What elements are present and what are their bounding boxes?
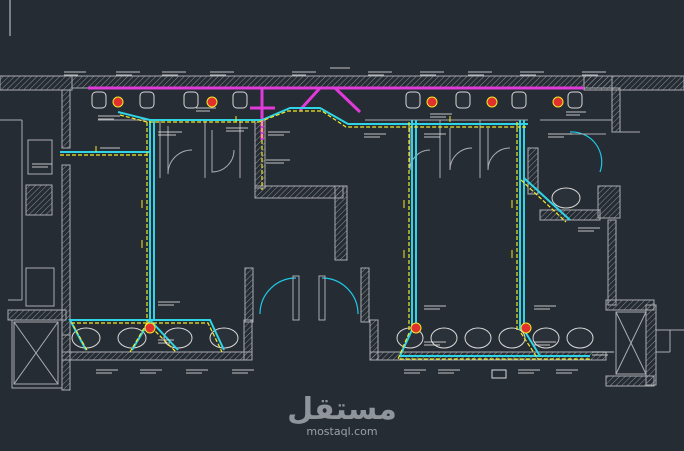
- shaft-right: [615, 311, 647, 375]
- wall-bottom-right: [605, 375, 655, 387]
- washbasin-icon: [551, 187, 581, 209]
- wall-top-right: [583, 75, 684, 91]
- wall-right-divider: [527, 147, 539, 195]
- wall-bottom-l-pier: [243, 319, 253, 361]
- wall-right-mid: [597, 185, 621, 219]
- washbasin-icon: [566, 327, 594, 349]
- wc-fixture-icon: [511, 91, 527, 109]
- door-swing-icon: [409, 128, 431, 171]
- washbasin-icon: [532, 327, 560, 349]
- pipe-supply-cold: [60, 107, 590, 357]
- fixture-marker-icon: [206, 96, 218, 108]
- wall-left-lower: [7, 309, 67, 321]
- door-swing-icon: [487, 128, 511, 171]
- wall-right-edge: [645, 304, 657, 386]
- watermark-logo: مستقل: [287, 392, 397, 427]
- wall-bottom-r-pier: [369, 319, 379, 361]
- door-swing-icon: [167, 126, 193, 175]
- wall-right-upper: [611, 87, 621, 133]
- shaft-left: [13, 321, 59, 385]
- washbasins-left: [71, 327, 239, 349]
- fixture-marker-icon: [486, 96, 498, 108]
- counter-left: [25, 267, 55, 307]
- pipe-drainage: [88, 86, 584, 140]
- door-leaves: [292, 133, 606, 321]
- wc-fixture-icon: [405, 91, 421, 109]
- fixture-marker-icon: [426, 96, 438, 108]
- pipe-size-ticks: [95, 116, 513, 258]
- door-swing-icon: [211, 130, 235, 173]
- wall-left-upper: [61, 89, 71, 149]
- wc-fixture-icon: [567, 91, 583, 109]
- wc-fixture-icon: [455, 91, 471, 109]
- wc-row-top: [91, 91, 583, 109]
- wc-fixture-icon: [232, 91, 248, 109]
- washbasin-icon: [117, 327, 147, 349]
- entrance-doors: [259, 131, 603, 315]
- fixture-marker-icon: [410, 322, 422, 334]
- washbasin-icon: [430, 327, 458, 349]
- wall-center-pier-r: [360, 267, 370, 323]
- washbasin-icon: [464, 327, 492, 349]
- floor-drain: [491, 369, 507, 379]
- wall-bottom-left: [61, 351, 253, 361]
- wc-fixture-icon: [139, 91, 155, 109]
- wall-top: [71, 75, 613, 89]
- annotation-marks: [32, 67, 614, 374]
- door-swing-icon: [321, 277, 359, 315]
- wc-fixture-icon: [91, 91, 107, 109]
- wc-fixture-icon: [183, 91, 199, 109]
- fixture-marker-icon: [520, 322, 532, 334]
- fixture-marker-icon: [552, 96, 564, 108]
- wall-right-lower: [607, 219, 617, 306]
- pipe-supply-hot: [60, 110, 592, 360]
- fixture-markers: [112, 96, 564, 334]
- wall-center-pier-l: [244, 267, 254, 323]
- exterior-outline: [0, 89, 684, 389]
- wall-center-box-right: [334, 185, 348, 261]
- wall-left-bottom: [61, 334, 71, 391]
- wall-right-ledge: [539, 209, 601, 221]
- watermark-url: mostaql.com: [306, 425, 378, 438]
- wall-left-box: [25, 184, 53, 216]
- door-swing-icon: [449, 128, 473, 171]
- wall-cabinet-left: [27, 139, 53, 175]
- door-swing-icon: [259, 277, 297, 315]
- washbasins-right: [396, 187, 594, 349]
- wall-center-box-top: [254, 185, 344, 199]
- wall-top-left: [0, 75, 73, 91]
- fixture-marker-icon: [144, 322, 156, 334]
- fixture-marker-icon: [112, 96, 124, 108]
- washbasin-icon: [498, 327, 526, 349]
- door-swing-icon: [569, 131, 603, 173]
